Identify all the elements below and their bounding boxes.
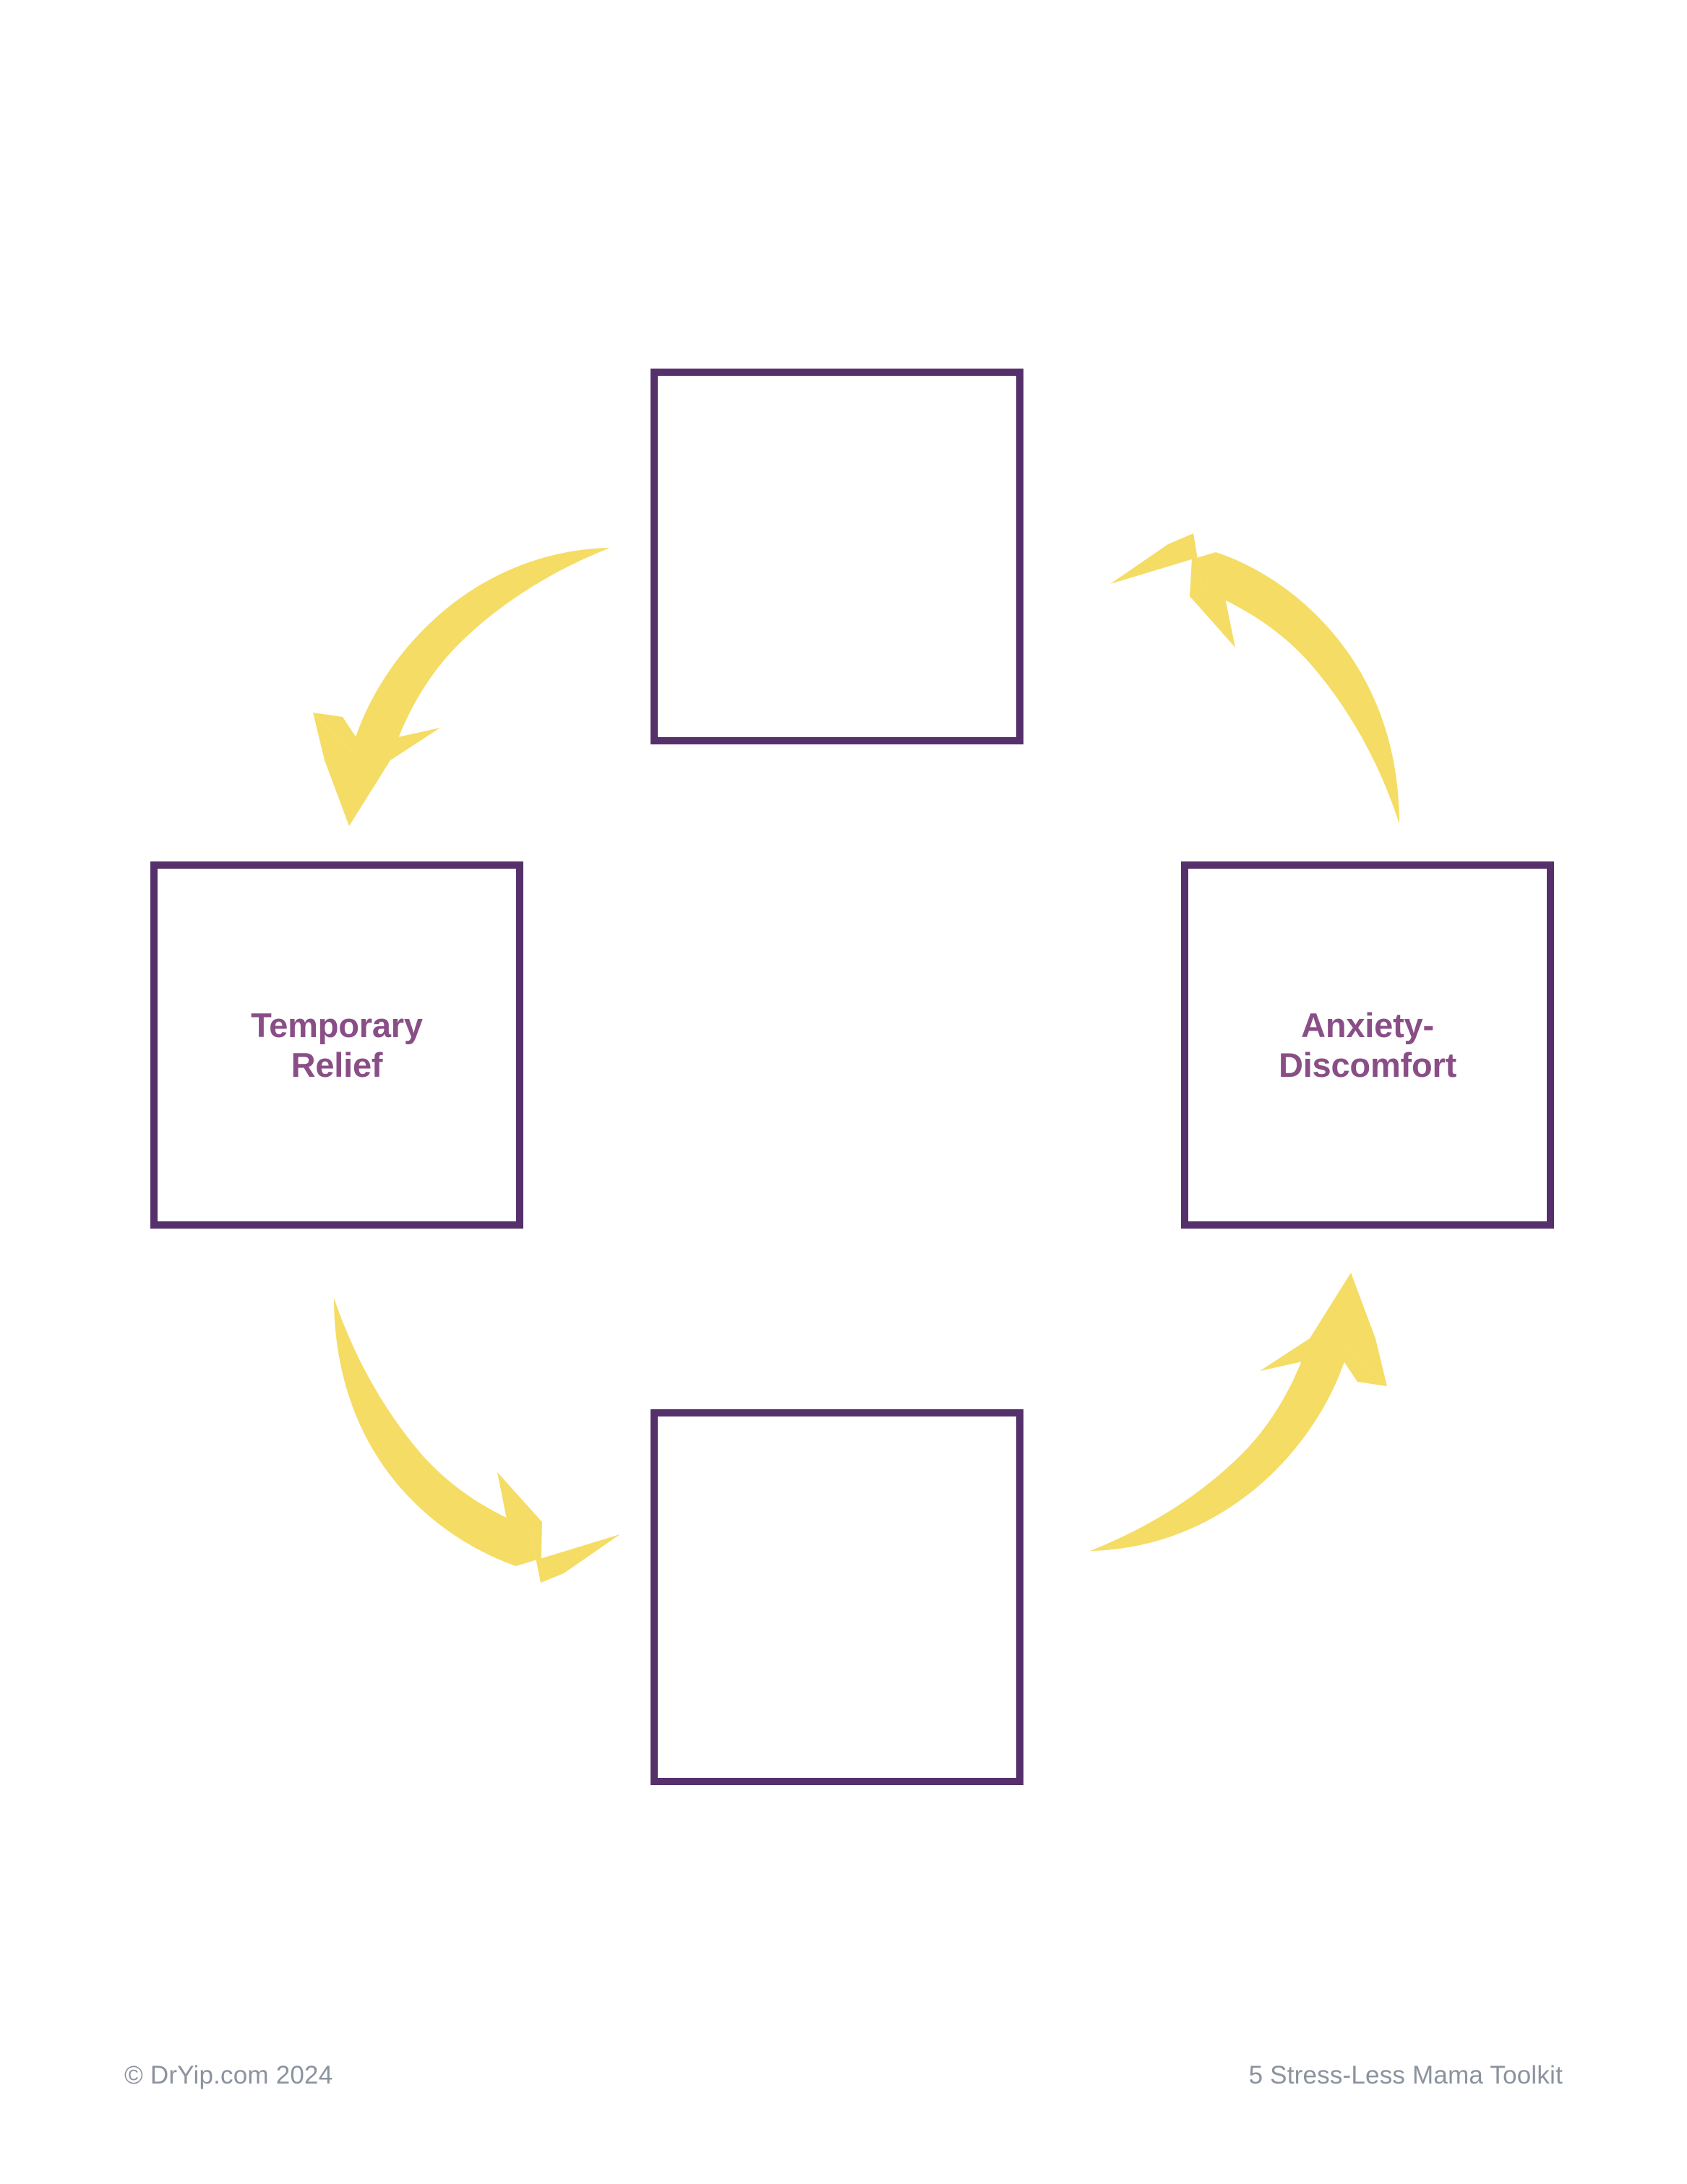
cycle-box-left[interactable]: Temporary Relief: [150, 861, 523, 1229]
cycle-box-right[interactable]: Anxiety- Discomfort: [1181, 861, 1554, 1229]
curved-arrow-down-right-icon: [289, 1265, 629, 1590]
cycle-box-bottom[interactable]: [651, 1409, 1023, 1785]
cycle-box-left-label: Temporary Relief: [251, 1005, 423, 1084]
curved-arrow-down-left-icon: [276, 506, 616, 831]
cycle-box-right-label: Anxiety- Discomfort: [1278, 1005, 1457, 1084]
curved-arrow-up-right-icon: [1083, 1263, 1422, 1588]
footer-toolkit-title: 5 Stress-Less Mama Toolkit: [1248, 2061, 1563, 2089]
cycle-box-top[interactable]: [651, 369, 1023, 744]
footer-copyright: © DrYip.com 2024: [124, 2061, 333, 2089]
curved-arrow-up-left-icon: [1081, 506, 1421, 831]
page-footer: © DrYip.com 2024 5 Stress-Less Mama Tool…: [0, 2054, 1687, 2097]
